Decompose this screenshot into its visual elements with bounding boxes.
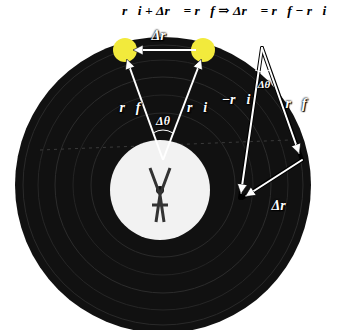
angle-label: Δθ	[258, 78, 271, 90]
vector-label: −r⃗i	[222, 92, 251, 107]
vector-label: r⃗f	[286, 96, 307, 111]
vector-label: Δr⃗	[151, 28, 176, 43]
vector-label: r⃗i	[187, 100, 207, 115]
vector-label: Δr⃗	[271, 198, 296, 213]
equation-text: r⃗i + Δr⃗ = r⃗f ⇒ Δr⃗ = r⃗f − r⃗i	[122, 4, 326, 19]
vector-label: r⃗f	[120, 100, 141, 115]
angle-label: Δθ	[156, 115, 170, 128]
